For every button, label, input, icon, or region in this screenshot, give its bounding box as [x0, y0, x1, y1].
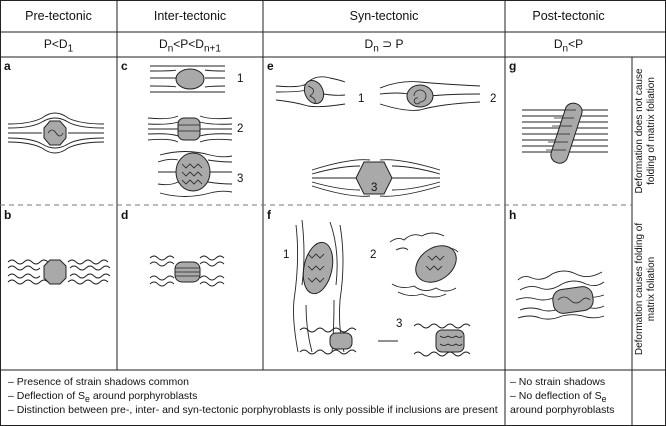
- grain-a: [43, 120, 67, 146]
- relation-syn-text: D: [364, 37, 374, 51]
- grain-h: [552, 286, 594, 314]
- footer-right-line-1: – No strain shadows: [510, 376, 606, 388]
- sub-number-c1: 1: [237, 73, 244, 85]
- panel-label-c: c: [121, 59, 128, 73]
- sub-number-c2: 2: [237, 123, 244, 135]
- sketch-d: [149, 255, 225, 287]
- grain-f2: [415, 245, 457, 283]
- footer-right-line-2-text: – No deflection of S: [510, 390, 602, 402]
- relation-inter-text2: <P<D: [173, 37, 204, 51]
- relation-post-text2: <P: [568, 37, 584, 51]
- sub-number-e3: 3: [371, 182, 378, 194]
- panel-label-a: a: [4, 59, 11, 73]
- footer-left-line-2-text2: around porphyroblasts: [89, 390, 198, 402]
- footer-left-line-2-sub: e: [85, 394, 90, 405]
- relation-syn-text2: ⊃ P: [378, 37, 404, 51]
- column-title-syn: Syn-tectonic: [349, 9, 419, 23]
- column-title-post: Post-tectonic: [532, 9, 605, 23]
- relation-pre-sub: 1: [67, 43, 74, 55]
- row-label-bottom: Deformation causes folding of matrix fol…: [634, 222, 657, 356]
- panel-label-b: b: [4, 208, 12, 222]
- sub-number-f1: 1: [283, 249, 290, 261]
- grain-c2: [177, 117, 201, 141]
- grain-e1: [303, 79, 325, 105]
- relation-inter-sub: n: [167, 43, 174, 55]
- footer-left-line-1: – Presence of strain shadows common: [8, 376, 189, 388]
- panel-label-f: f: [267, 208, 271, 222]
- relation-inter-sub2: n+1: [203, 43, 221, 55]
- panel-label-g: g: [509, 59, 517, 73]
- grain-c1: [175, 68, 205, 90]
- footer-left-line-2: – Deflection of Se around porphyroblasts: [8, 390, 197, 406]
- row-label-top: Deformation does not cause folding of ma…: [634, 68, 657, 194]
- relation-pre-text: P<D: [43, 37, 68, 51]
- sub-number-c3: 3: [237, 173, 244, 185]
- footer-left-line-2-text: – Deflection of S: [8, 390, 86, 402]
- relation-post-text: D: [553, 37, 563, 51]
- grain-g: [550, 102, 583, 164]
- sub-number-f3: 3: [396, 318, 403, 330]
- relation-inter-text: D: [159, 37, 168, 51]
- grain-e2: [406, 84, 434, 108]
- footer-left-line-3: – Distinction between pre-, inter- and s…: [8, 404, 498, 416]
- panel-label-d: d: [121, 208, 129, 222]
- grain-f3a: [329, 332, 353, 350]
- sketch-a: [7, 112, 105, 154]
- sketch-f: [293, 219, 471, 357]
- grain-f3b: [435, 329, 465, 353]
- sub-number-e1: 1: [358, 93, 365, 105]
- column-title-inter: Inter-tectonic: [153, 9, 227, 23]
- relation-syn: Dn ⊃ P: [263, 37, 505, 56]
- sketch-b: [7, 259, 111, 285]
- relation-post-sub: n: [562, 43, 569, 55]
- panel-label-e: e: [267, 59, 274, 73]
- grain-c3: [175, 152, 211, 192]
- sketch-c: [147, 65, 233, 197]
- grain-b: [43, 259, 67, 285]
- footer-right-line-3: around porphyroblasts: [510, 404, 615, 416]
- column-title-pre: Pre-tectonic: [25, 9, 92, 23]
- sketch-e: [275, 76, 481, 197]
- sub-number-e2: 2: [490, 93, 497, 105]
- grain-e3: [355, 161, 393, 195]
- relation-syn-sub: n: [373, 43, 379, 55]
- relation-post: Dn<P: [505, 37, 632, 56]
- sub-number-f2: 2: [370, 249, 377, 261]
- footer-right-line-2: – No deflection of Se: [510, 390, 607, 406]
- footer-right-line-2-sub: e: [601, 394, 607, 405]
- relation-inter: Dn<P<Dn+1: [117, 37, 263, 56]
- relation-pre: P<D1: [0, 37, 117, 56]
- panel-label-h: h: [509, 208, 517, 222]
